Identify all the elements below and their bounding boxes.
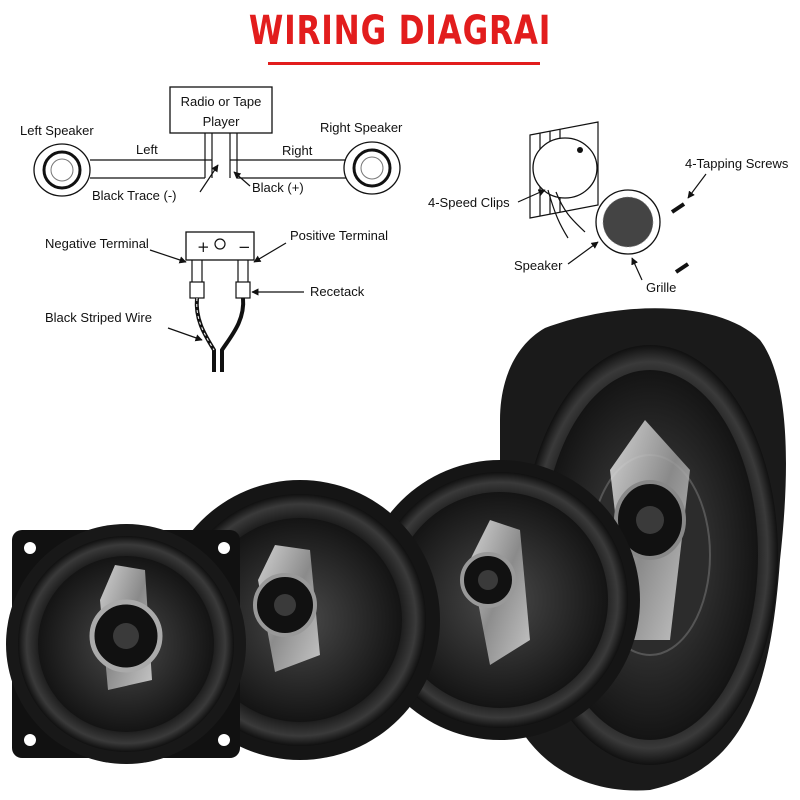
speaker-terminal-block: + −: [185, 231, 255, 372]
speed-clips-label: 4-Speed Clips: [428, 195, 510, 210]
plus-sign: +: [197, 238, 210, 256]
grille-label: Grille: [646, 280, 676, 295]
right-speaker-label: Right Speaker: [320, 120, 403, 135]
right-channel-label: Right: [282, 143, 313, 158]
screw-icon: [674, 262, 690, 274]
tapping-screws-label: 4-Tapping Screws: [685, 156, 789, 171]
positive-terminal-label: Positive Terminal: [290, 228, 388, 243]
left-speaker-label: Left Speaker: [20, 123, 94, 138]
speaker-frame-outline: [532, 137, 598, 199]
speaker-4-inch: [6, 524, 246, 764]
black-striped-wire-label: Black Striped Wire: [45, 310, 152, 325]
diagram-title: WIRING DIAGRAI: [248, 8, 552, 54]
black-trace-label: Black Trace (-): [92, 188, 177, 203]
player-label-line1: Radio or Tape: [181, 94, 262, 109]
mounting-diagram: 4-Tapping Screws 4-Speed Clips Speaker G…: [428, 121, 789, 295]
screw-icon: [670, 202, 686, 214]
minus-sign: −: [238, 238, 251, 256]
title-underline: [268, 62, 540, 65]
right-speaker-icon: [343, 141, 401, 195]
left-channel-label: Left: [136, 142, 158, 157]
negative-terminal-label: Negative Terminal: [45, 236, 149, 251]
grille-icon: [595, 189, 661, 255]
left-speaker-icon: [33, 143, 91, 197]
player-box: [169, 86, 273, 134]
recetack-label: Recetack: [310, 284, 365, 299]
black-plus-label: Black (+): [252, 180, 304, 195]
speaker-label: Speaker: [514, 258, 563, 273]
player-label-line2: Player: [203, 114, 241, 129]
wiring-schematic: Radio or Tape Player Left Speaker Right …: [20, 86, 403, 372]
